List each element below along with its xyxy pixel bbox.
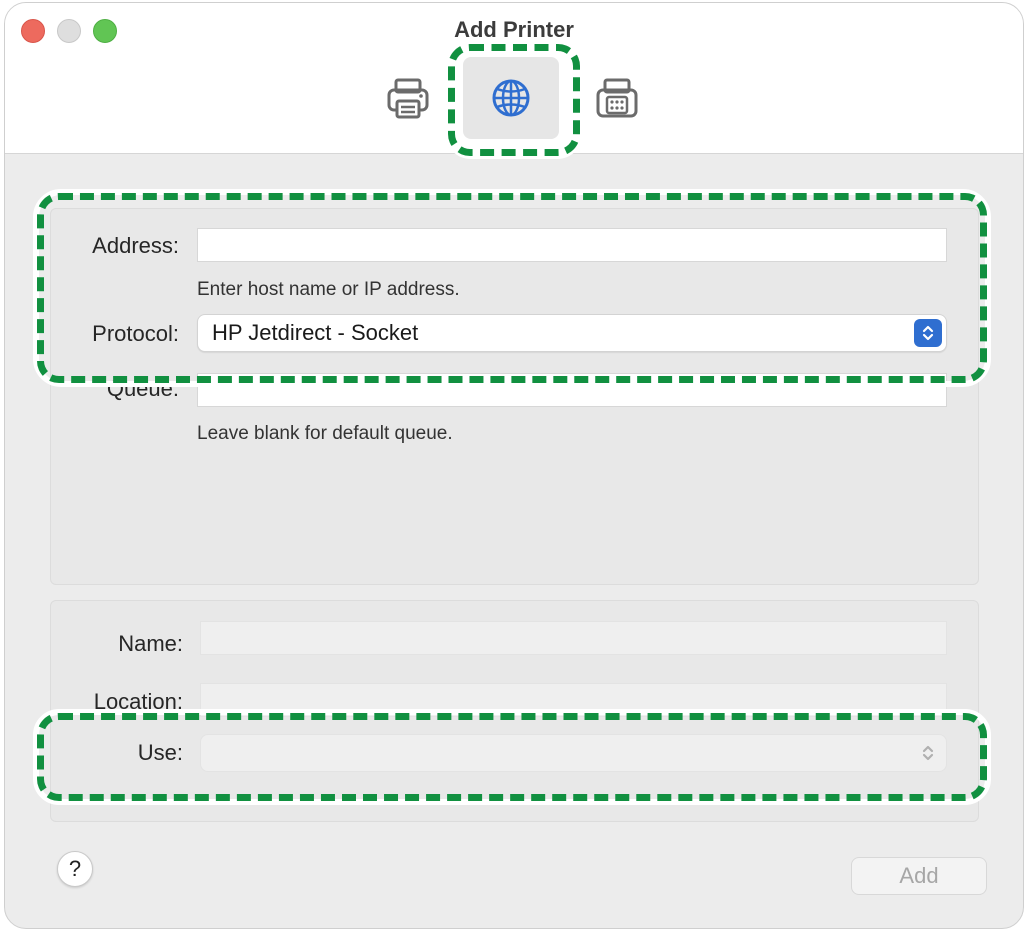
add-printer-window: Add Printer — [4, 2, 1024, 929]
protocol-label: Protocol: — [92, 321, 179, 346]
address-field[interactable] — [197, 228, 947, 262]
fax-printer-icon — [596, 78, 638, 118]
titlebar: Add Printer — [5, 3, 1023, 154]
name-input[interactable] — [201, 622, 946, 654]
use-stepper[interactable] — [914, 739, 942, 767]
protocol-stepper[interactable] — [914, 319, 942, 347]
highlight-backdrop — [33, 709, 991, 805]
toolbar-ip-button[interactable] — [463, 57, 559, 139]
chevron-up-down-icon — [922, 745, 934, 761]
add-button[interactable]: Add — [851, 857, 987, 895]
name-field[interactable] — [200, 621, 947, 655]
address-label: Address: — [92, 233, 179, 258]
protocol-select[interactable]: HP Jetdirect - Socket — [197, 314, 947, 352]
toolbar-default-button[interactable] — [360, 57, 456, 139]
window-title: Add Printer — [454, 17, 574, 42]
minimize-window-button[interactable] — [57, 19, 81, 43]
highlight-backdrop — [33, 189, 991, 387]
address-input[interactable] — [198, 229, 946, 261]
highlight-backdrop — [445, 41, 583, 159]
globe-icon — [492, 79, 530, 117]
printer-icon — [387, 78, 429, 119]
close-window-button[interactable] — [21, 19, 45, 43]
chevron-up-down-icon — [922, 325, 934, 341]
zoom-window-button[interactable] — [93, 19, 117, 43]
toolbar-windows-button[interactable] — [569, 57, 665, 139]
use-select[interactable] — [200, 734, 947, 772]
queue-hint: Leave blank for default queue. — [197, 423, 453, 444]
help-button[interactable]: ? — [57, 851, 93, 887]
protocol-value: HP Jetdirect - Socket — [212, 320, 419, 345]
use-label: Use: — [137, 740, 183, 765]
address-hint: Enter host name or IP address. — [197, 279, 460, 300]
name-label: Name: — [118, 631, 183, 656]
